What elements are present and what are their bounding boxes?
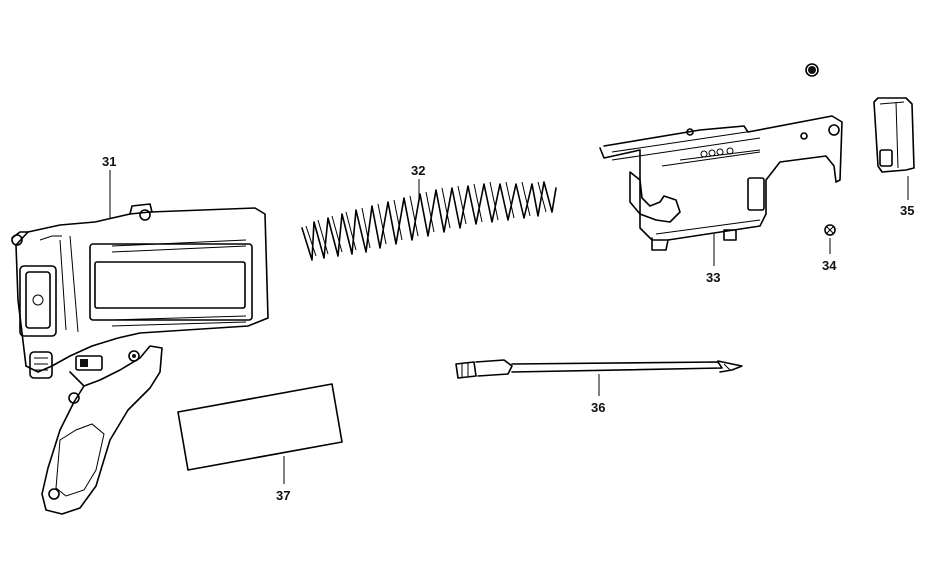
part-31-label: 31 [102,154,116,169]
part-34-screw: 34 [822,224,837,273]
part-33-guide: 33 [599,63,843,285]
part-34-label: 34 [822,258,837,273]
part-33-label: 33 [706,270,720,285]
part-32-label: 32 [411,163,425,178]
part-31-housing: 31 [11,154,269,515]
part-35-cap: 35 [873,97,915,218]
part-32-spring: 32 [301,163,557,261]
part-37-label: 37 [276,488,290,503]
part-37-label-sheet: 37 [177,383,343,503]
part-36-bit: 36 [455,359,743,415]
part-36-label: 36 [591,400,605,415]
part-35-label: 35 [900,203,914,218]
